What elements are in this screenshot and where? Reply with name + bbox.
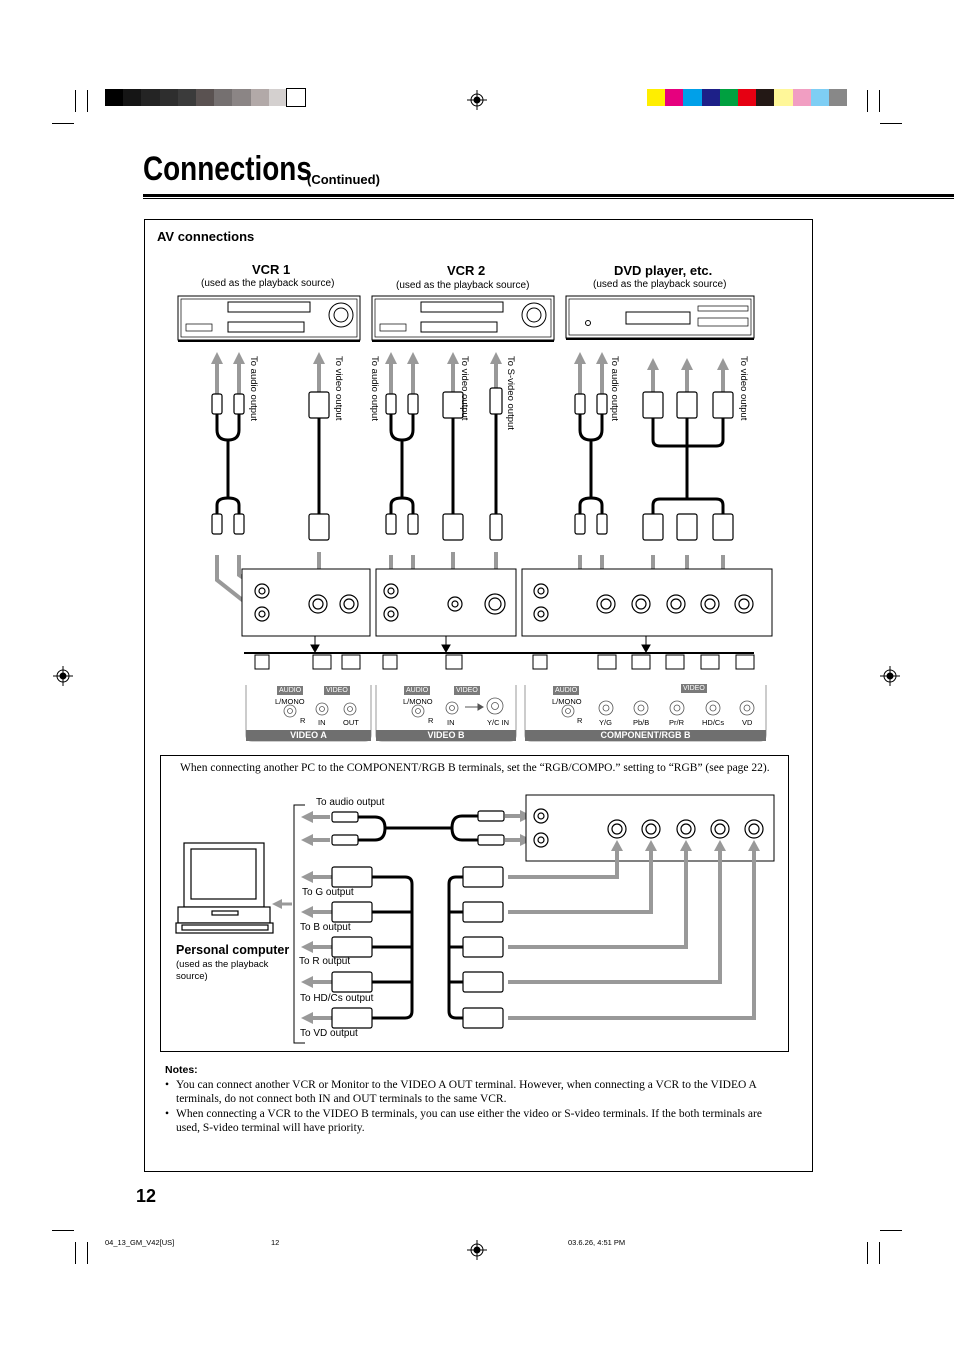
- gray-swatch: [105, 89, 124, 106]
- vcr2-audio-label: To audio output: [369, 356, 380, 421]
- vcr2-svideo-label: To S-video output: [505, 356, 516, 430]
- dvd-player-device-icon: [565, 295, 755, 340]
- component-port-vd: VD: [742, 718, 753, 727]
- color-swatch: [810, 89, 829, 106]
- color-swatch: [738, 89, 757, 106]
- vd-output-label: To VD output: [300, 1028, 358, 1039]
- content-frame: [144, 219, 813, 1172]
- title-rule-thin: [143, 198, 954, 199]
- hd-output-label: To HD/Cs output: [300, 993, 374, 1004]
- vcr2-device-icon: [371, 295, 555, 342]
- gray-swatch: [141, 89, 160, 106]
- dvd-audio-label: To audio output: [609, 356, 620, 421]
- color-swatch: [792, 89, 811, 106]
- gray-swatch: [159, 89, 178, 106]
- pc-audio-output-label: To audio output: [316, 797, 385, 808]
- registration-target-icon: [53, 90, 900, 1260]
- gray-swatch: [177, 89, 196, 106]
- footer-page: 12: [271, 1238, 280, 1247]
- color-swatch: [829, 89, 848, 106]
- vcr2-subtitle: (used as the playback source): [396, 280, 530, 291]
- personal-computer-label: Personal computer: [176, 943, 290, 957]
- note-item: You can connect another VCR or Monitor t…: [165, 1078, 785, 1107]
- video-a-video-tag: VIDEO: [324, 686, 350, 695]
- component-r-label: R: [577, 716, 583, 725]
- g-output-label: To G output: [302, 887, 354, 898]
- av-connections-heading: AV connections: [157, 229, 255, 244]
- color-swatch: [683, 89, 702, 106]
- color-swatch: [647, 89, 666, 106]
- vcr1-audio-label: To audio output: [248, 356, 259, 421]
- page-subtitle: (Continued): [307, 172, 380, 187]
- video-b-r-label: R: [428, 716, 434, 725]
- component-port-hd: HD/Cs: [702, 718, 725, 727]
- gray-swatch: [123, 89, 142, 106]
- notes-section: Notes: You can connect another VCR or Mo…: [165, 1063, 785, 1136]
- video-b-audio-tag: AUDIO: [404, 686, 431, 695]
- gray-swatch: [250, 89, 269, 106]
- personal-computer-icon: [175, 842, 274, 934]
- dvd-subtitle: (used as the playback source): [593, 279, 727, 290]
- page-title: Connections: [143, 150, 312, 188]
- component-lmono-label: L/MONO: [552, 697, 582, 706]
- video-a-audio-tag: AUDIO: [277, 686, 304, 695]
- r-output-label: To R output: [299, 956, 351, 967]
- video-a-panel-name: VIDEO A: [246, 730, 371, 741]
- notes-heading: Notes:: [165, 1064, 198, 1076]
- page-number: 12: [136, 1186, 157, 1206]
- component-audio-tag: AUDIO: [553, 686, 580, 695]
- vcr2-title: VCR 2: [447, 263, 486, 278]
- video-a-out-label: OUT: [343, 718, 359, 727]
- component-port-pb: Pb/B: [633, 718, 650, 727]
- gray-swatch: [214, 89, 233, 106]
- pc-connection-inset: [160, 755, 789, 1052]
- component-panel-name: COMPONENT/RGB B: [525, 730, 766, 741]
- pc-instruction-text: When connecting another PC to the COMPON…: [180, 762, 770, 774]
- gray-swatch: [268, 89, 287, 106]
- note-item: When connecting a VCR to the VIDEO B ter…: [165, 1107, 785, 1136]
- color-swatch: [701, 89, 720, 106]
- dvd-title: DVD player, etc.: [614, 263, 713, 278]
- video-b-video-tag: VIDEO: [454, 686, 480, 695]
- gray-swatch: [232, 89, 251, 106]
- vcr1-video-label: To video output: [333, 356, 344, 421]
- video-b-yc-label: Y/C IN: [487, 718, 510, 727]
- video-b-panel-name: VIDEO B: [376, 730, 516, 741]
- video-a-in-label: IN: [318, 718, 326, 727]
- footer-date: 03.6.26, 4:51 PM: [568, 1238, 626, 1247]
- personal-computer-subtitle: (used as the playback source): [176, 959, 269, 982]
- vcr1-subtitle: (used as the playback source): [201, 278, 335, 289]
- gray-swatch: [285, 88, 307, 107]
- footer-file: 04_13_GM_V42[US]: [105, 1238, 175, 1247]
- title-rule: [143, 194, 954, 197]
- vcr1-title: VCR 1: [252, 262, 291, 277]
- pc-connection-diagram: [175, 794, 775, 1044]
- gray-swatch: [196, 89, 215, 106]
- av-connections-diagram: [177, 295, 773, 742]
- color-swatch: [774, 89, 793, 106]
- vcr2-video-label: To video output: [459, 356, 470, 421]
- color-swatch: [719, 89, 738, 106]
- video-a-lmono-label: L/MONO: [275, 697, 305, 706]
- component-port-pr: Pr/R: [669, 718, 684, 727]
- video-b-lmono-label: L/MONO: [403, 697, 433, 706]
- video-a-r-label: R: [300, 716, 306, 725]
- tv-rear-panel: [244, 652, 767, 742]
- dvd-video-label: To video output: [738, 356, 749, 421]
- component-port-y: Y/G: [599, 718, 612, 727]
- color-swatch: [665, 89, 684, 106]
- video-b-in-label: IN: [447, 718, 455, 727]
- vcr1-device-icon: [177, 295, 361, 342]
- b-output-label: To B output: [300, 922, 351, 933]
- color-swatch: [756, 89, 775, 106]
- component-video-tag: VIDEO: [681, 684, 707, 693]
